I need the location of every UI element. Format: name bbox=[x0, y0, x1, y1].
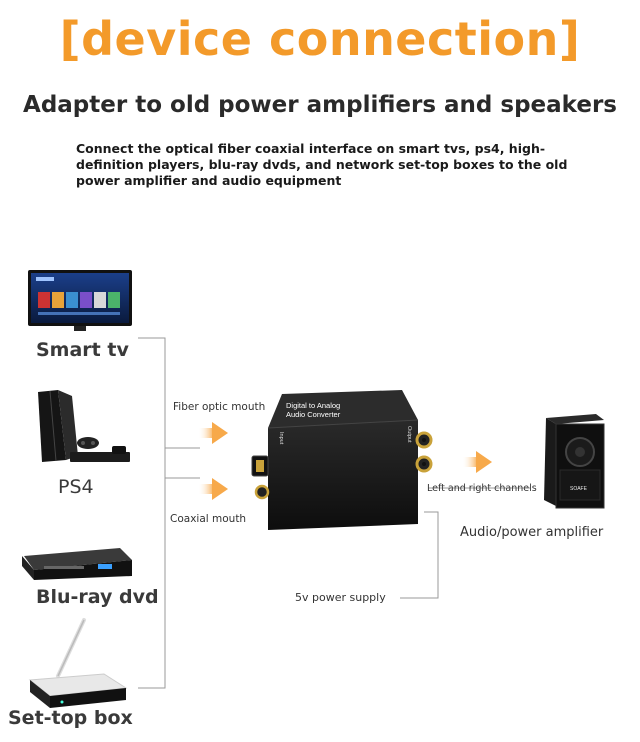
converter-line1: Digital to Analog bbox=[286, 401, 340, 410]
ps4-console-icon bbox=[38, 390, 130, 462]
source-label-ps4: PS4 bbox=[58, 476, 94, 498]
converter-output-label: Output bbox=[406, 426, 412, 443]
input-arrow-coaxial bbox=[198, 478, 228, 500]
converter-box-icon bbox=[251, 390, 433, 530]
amplifier-speaker-icon bbox=[544, 414, 605, 509]
converter-line2: Audio Converter bbox=[286, 410, 341, 419]
description-text: Connect the optical fiber coaxial interf… bbox=[76, 141, 568, 188]
amplifier-brand: SOAFE bbox=[570, 486, 588, 492]
output-arrow bbox=[462, 451, 492, 473]
dvd-player-icon bbox=[22, 548, 132, 580]
channels-label: Left and right channels bbox=[427, 483, 537, 494]
source-label-set-top-box: Set-top box bbox=[8, 707, 133, 729]
converter-input-label: Input bbox=[278, 432, 284, 445]
amplifier-label: Audio/power amplifier bbox=[460, 525, 604, 540]
fiber-optic-label: Fiber optic mouth bbox=[173, 401, 266, 413]
source-label-bluray: Blu-ray dvd bbox=[36, 586, 159, 608]
power-supply-label: 5v power supply bbox=[295, 591, 386, 604]
page-title: [device connection] bbox=[59, 12, 581, 66]
set-top-box-icon bbox=[28, 618, 128, 708]
input-arrow-fiber bbox=[198, 422, 228, 444]
smart-tv-icon bbox=[28, 270, 132, 331]
power-supply-line bbox=[400, 511, 439, 599]
source-label-smart-tv: Smart tv bbox=[36, 339, 129, 361]
source-bracket bbox=[138, 337, 200, 689]
coaxial-label: Coaxial mouth bbox=[170, 513, 247, 525]
page-subtitle: Adapter to old power amplifiers and spea… bbox=[23, 92, 617, 118]
